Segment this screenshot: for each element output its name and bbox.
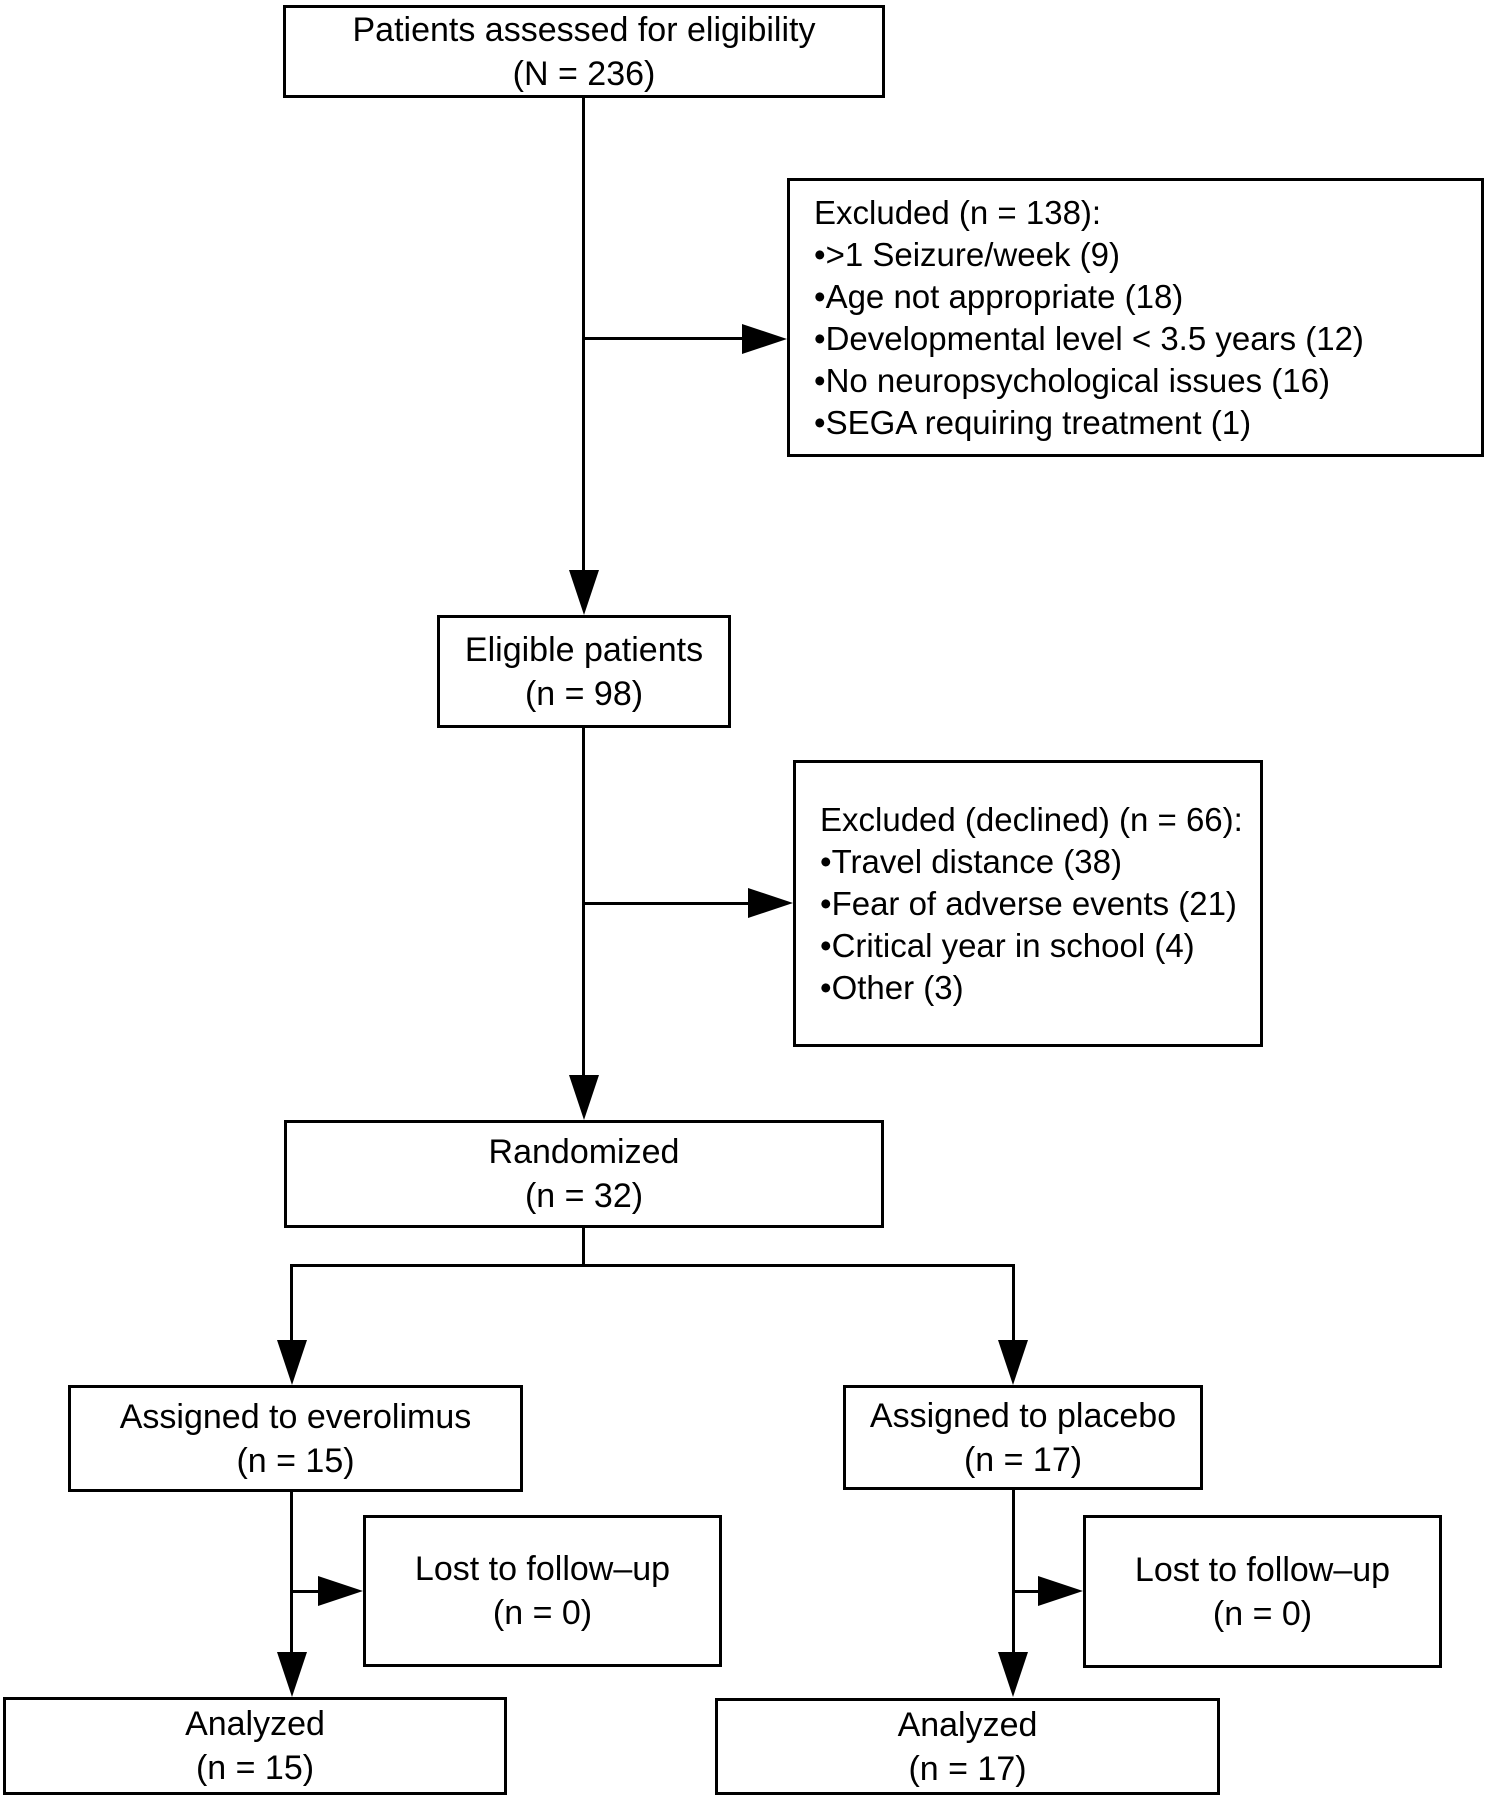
connector-to-lost-followup-everolimus xyxy=(292,1590,320,1593)
connector-eligible-to-randomized xyxy=(582,728,585,1077)
exclusion-reasons-list: >1 Seizure/week (9) Age not appropriate … xyxy=(814,234,1364,444)
box-count: (n = 17) xyxy=(963,1440,1083,1479)
exclusion-reason: Fear of adverse events (21) xyxy=(820,883,1237,925)
box-excluded-eligibility: Excluded (n = 138): >1 Seizure/week (9) … xyxy=(787,178,1484,457)
box-lost-followup-everolimus: Lost to follow–up (n = 0) xyxy=(363,1515,722,1667)
arrowhead-right-icon xyxy=(748,888,793,918)
arrowhead-right-icon xyxy=(1038,1576,1083,1606)
exclusion-title: Excluded (n = 138): xyxy=(814,193,1102,231)
exclusion-reason: Developmental level < 3.5 years (12) xyxy=(814,318,1364,360)
connector-placebo-to-analyzed xyxy=(1012,1490,1015,1654)
connector-branch-to-everolimus xyxy=(290,1264,293,1342)
connector-branch-to-placebo xyxy=(1012,1264,1015,1342)
box-count: (n = 15) xyxy=(195,1749,315,1787)
arrowhead-right-icon xyxy=(318,1576,363,1606)
box-text-line: Lost to follow–up xyxy=(1134,1550,1391,1589)
box-count: (n = 17) xyxy=(908,1749,1027,1788)
exclusion-reason: Other (3) xyxy=(820,967,1237,1009)
connector-randomized-stub xyxy=(582,1228,585,1267)
exclusion-reason: Travel distance (38) xyxy=(820,841,1237,883)
box-text-line: Analyzed xyxy=(185,1705,325,1743)
exclusion-title: Excluded (declined) (n = 66): xyxy=(820,800,1243,838)
box-count: (n = 0) xyxy=(492,1594,593,1632)
exclusion-reasons-list: Travel distance (38) Fear of adverse eve… xyxy=(820,841,1237,1009)
arrowhead-down-icon xyxy=(569,1075,599,1120)
box-count: (n = 15) xyxy=(236,1441,355,1480)
exclusion-reason: No neuropsychological issues (16) xyxy=(814,360,1364,402)
exclusion-reason: SEGA requiring treatment (1) xyxy=(814,402,1364,444)
box-count: (n = 32) xyxy=(524,1177,644,1215)
box-lost-followup-placebo: Lost to follow–up (n = 0) xyxy=(1083,1515,1442,1668)
arrowhead-right-icon xyxy=(742,324,787,354)
arrowhead-down-icon xyxy=(998,1340,1028,1385)
box-text-line: Assigned to placebo xyxy=(869,1396,1177,1435)
exclusion-reason: >1 Seizure/week (9) xyxy=(814,234,1364,276)
box-text-line: Randomized xyxy=(488,1133,680,1171)
arrowhead-down-icon xyxy=(277,1340,307,1385)
box-excluded-declined: Excluded (declined) (n = 66): Travel dis… xyxy=(793,760,1263,1047)
connector-branch-horizontal xyxy=(290,1264,1015,1267)
box-text-line: Analyzed xyxy=(897,1705,1038,1744)
box-assigned-placebo: Assigned to placebo (n = 17) xyxy=(843,1385,1203,1490)
box-count: (N = 236) xyxy=(512,54,656,93)
box-analyzed-placebo: Analyzed (n = 17) xyxy=(715,1698,1220,1795)
box-count: (n = 98) xyxy=(524,674,644,713)
connector-to-excluded-eligibility xyxy=(584,337,744,340)
connector-to-lost-followup-placebo xyxy=(1013,1590,1040,1593)
connector-assessed-to-eligible xyxy=(582,98,585,572)
connector-to-excluded-declined xyxy=(584,902,750,905)
box-text-line: Assigned to everolimus xyxy=(119,1397,472,1436)
box-randomized: Randomized (n = 32) xyxy=(284,1120,884,1228)
connector-everolimus-to-analyzed xyxy=(290,1492,293,1654)
box-patients-assessed: Patients assessed for eligibility (N = 2… xyxy=(283,5,885,98)
exclusion-reason: Age not appropriate (18) xyxy=(814,276,1364,318)
box-text-line: Lost to follow–up xyxy=(414,1550,671,1588)
box-analyzed-everolimus: Analyzed (n = 15) xyxy=(3,1697,507,1795)
arrowhead-down-icon xyxy=(277,1652,307,1697)
box-text-line: Eligible patients xyxy=(464,630,704,669)
box-text-line: Patients assessed for eligibility xyxy=(352,10,816,49)
box-count: (n = 0) xyxy=(1212,1594,1313,1633)
box-assigned-everolimus: Assigned to everolimus (n = 15) xyxy=(68,1385,523,1492)
box-eligible-patients: Eligible patients (n = 98) xyxy=(437,615,731,728)
arrowhead-down-icon xyxy=(998,1652,1028,1697)
arrowhead-down-icon xyxy=(569,570,599,615)
exclusion-reason: Critical year in school (4) xyxy=(820,925,1237,967)
